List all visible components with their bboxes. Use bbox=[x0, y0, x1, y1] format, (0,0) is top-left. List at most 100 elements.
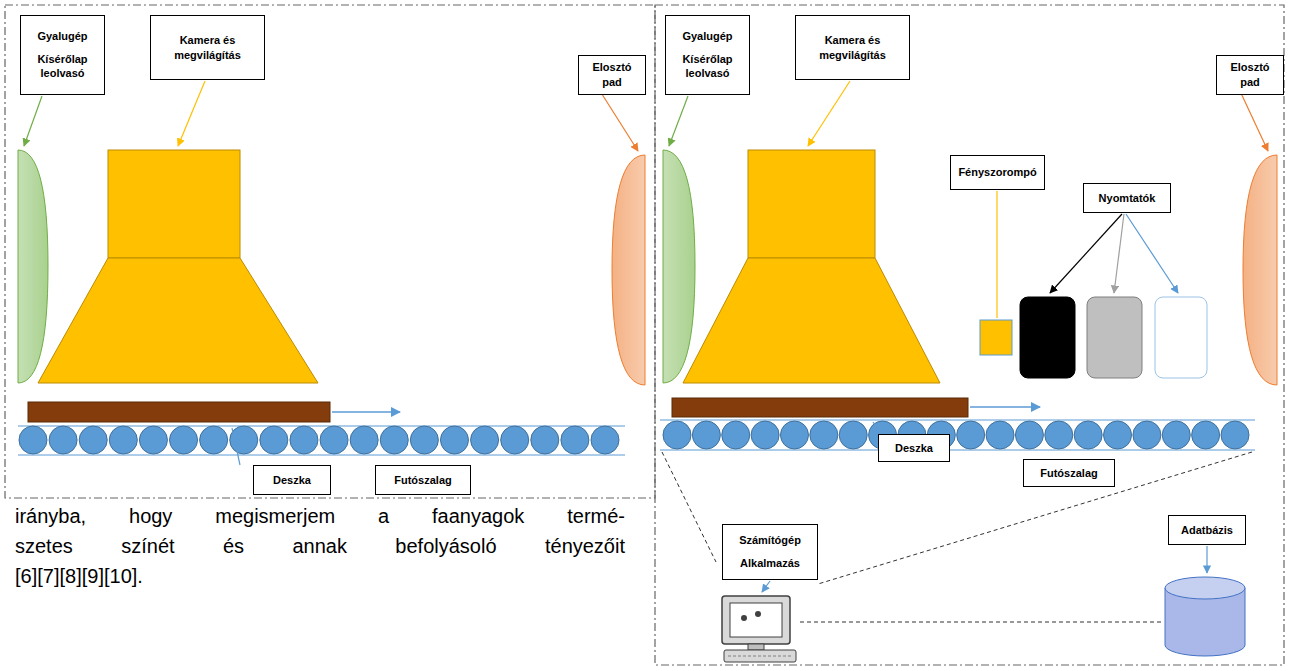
panel-border bbox=[5, 5, 655, 498]
leader-line bbox=[1050, 214, 1122, 293]
box-label: Számítógép bbox=[739, 533, 801, 548]
database-icon bbox=[1165, 546, 1245, 656]
leader-line bbox=[996, 191, 997, 318]
box-label: Adatbázis bbox=[1181, 523, 1233, 538]
box-label: Nyomtatók bbox=[1099, 191, 1156, 206]
printer bbox=[1155, 297, 1207, 378]
dashed-line bbox=[818, 452, 1252, 584]
roller bbox=[350, 426, 378, 454]
board bbox=[28, 402, 330, 422]
roller bbox=[839, 421, 867, 449]
conveyor-rollers bbox=[19, 426, 619, 454]
roller bbox=[49, 426, 77, 454]
box-label: Alkalmazás bbox=[740, 556, 800, 571]
label-box: GyalugépKísérőlap leolvasó bbox=[665, 15, 750, 95]
leader-line bbox=[1126, 214, 1178, 293]
roller bbox=[1162, 421, 1190, 449]
box-label: Kamera és megvilágítás bbox=[801, 33, 904, 63]
planer-reader bbox=[18, 150, 48, 383]
dashed-line bbox=[800, 622, 1163, 623]
camera-lighting bbox=[683, 258, 940, 383]
label-box: Nyomtatók bbox=[1083, 183, 1171, 213]
roller bbox=[79, 426, 107, 454]
roller bbox=[200, 426, 228, 454]
roller bbox=[380, 426, 408, 454]
distribution-bench bbox=[1243, 155, 1277, 385]
label-box: Fényszorompó bbox=[950, 155, 1045, 190]
label-box: Elosztó pad bbox=[1216, 55, 1284, 95]
roller bbox=[1074, 421, 1102, 449]
distribution-bench bbox=[612, 155, 645, 385]
roller bbox=[1104, 421, 1132, 449]
camera-lighting bbox=[38, 258, 318, 383]
label-box: Deszka bbox=[253, 465, 331, 495]
roller bbox=[440, 426, 468, 454]
leader-line bbox=[178, 81, 205, 146]
roller bbox=[751, 421, 779, 449]
box-label: Kamera és megvilágítás bbox=[156, 33, 259, 63]
panel-border bbox=[655, 5, 1284, 665]
roller bbox=[1192, 421, 1220, 449]
roller bbox=[471, 426, 499, 454]
roller bbox=[1221, 421, 1249, 449]
roller bbox=[1015, 421, 1043, 449]
roller bbox=[591, 426, 619, 454]
printer bbox=[1087, 297, 1142, 378]
leader-line bbox=[1240, 91, 1268, 151]
label-box: GyalugépKísérőlap leolvasó bbox=[20, 15, 105, 95]
computer-icon bbox=[722, 581, 796, 662]
board bbox=[672, 398, 968, 417]
roller bbox=[722, 421, 750, 449]
label-box: Futószalag bbox=[1023, 459, 1115, 487]
box-label: Elosztó pad bbox=[584, 60, 640, 90]
box-label: Kísérőlap leolvasó bbox=[26, 52, 99, 82]
label-box: Adatbázis bbox=[1168, 515, 1246, 545]
conveyor-line bbox=[18, 426, 625, 427]
roller bbox=[663, 421, 691, 449]
roller bbox=[170, 426, 198, 454]
roller bbox=[1133, 421, 1161, 449]
roller bbox=[957, 421, 985, 449]
label-box: Elosztó pad bbox=[578, 55, 646, 95]
camera-body bbox=[748, 150, 875, 258]
dashed-line bbox=[662, 452, 716, 562]
planer-reader bbox=[663, 150, 695, 383]
direction-arrow bbox=[970, 406, 1040, 408]
roller bbox=[810, 421, 838, 449]
label-box: SzámítógépAlkalmazás bbox=[722, 524, 818, 580]
roller bbox=[260, 426, 288, 454]
roller bbox=[410, 426, 438, 454]
light-barrier bbox=[980, 320, 1012, 355]
roller bbox=[19, 426, 47, 454]
box-label: Deszka bbox=[273, 473, 311, 488]
direction-arrow bbox=[332, 411, 400, 413]
roller bbox=[320, 426, 348, 454]
leader-line bbox=[232, 428, 240, 465]
roller bbox=[531, 426, 559, 454]
label-box: Kamera és megvilágítás bbox=[795, 15, 910, 80]
roller bbox=[139, 426, 167, 454]
conveyor-line bbox=[660, 450, 1255, 451]
roller bbox=[501, 426, 529, 454]
box-label: Elosztó pad bbox=[1222, 60, 1278, 90]
roller bbox=[109, 426, 137, 454]
camera-body bbox=[108, 150, 240, 258]
printer bbox=[1020, 297, 1075, 378]
leader-line bbox=[808, 81, 850, 146]
box-label: Gyalugép bbox=[682, 29, 732, 44]
roller bbox=[561, 426, 589, 454]
leader-line bbox=[1114, 214, 1124, 293]
label-box: Futószalag bbox=[375, 465, 471, 495]
label-box: Kamera és megvilágítás bbox=[150, 15, 265, 80]
leader-line bbox=[24, 96, 42, 146]
leader-line bbox=[873, 422, 880, 433]
body-text: szetes színét és annak befolyásoló ténye… bbox=[15, 535, 625, 558]
box-label: Deszka bbox=[895, 441, 933, 456]
roller bbox=[290, 426, 318, 454]
body-text: [6][7][8][9][10]. bbox=[15, 565, 143, 588]
leader-line bbox=[669, 96, 688, 146]
conveyor-line bbox=[660, 420, 1255, 421]
